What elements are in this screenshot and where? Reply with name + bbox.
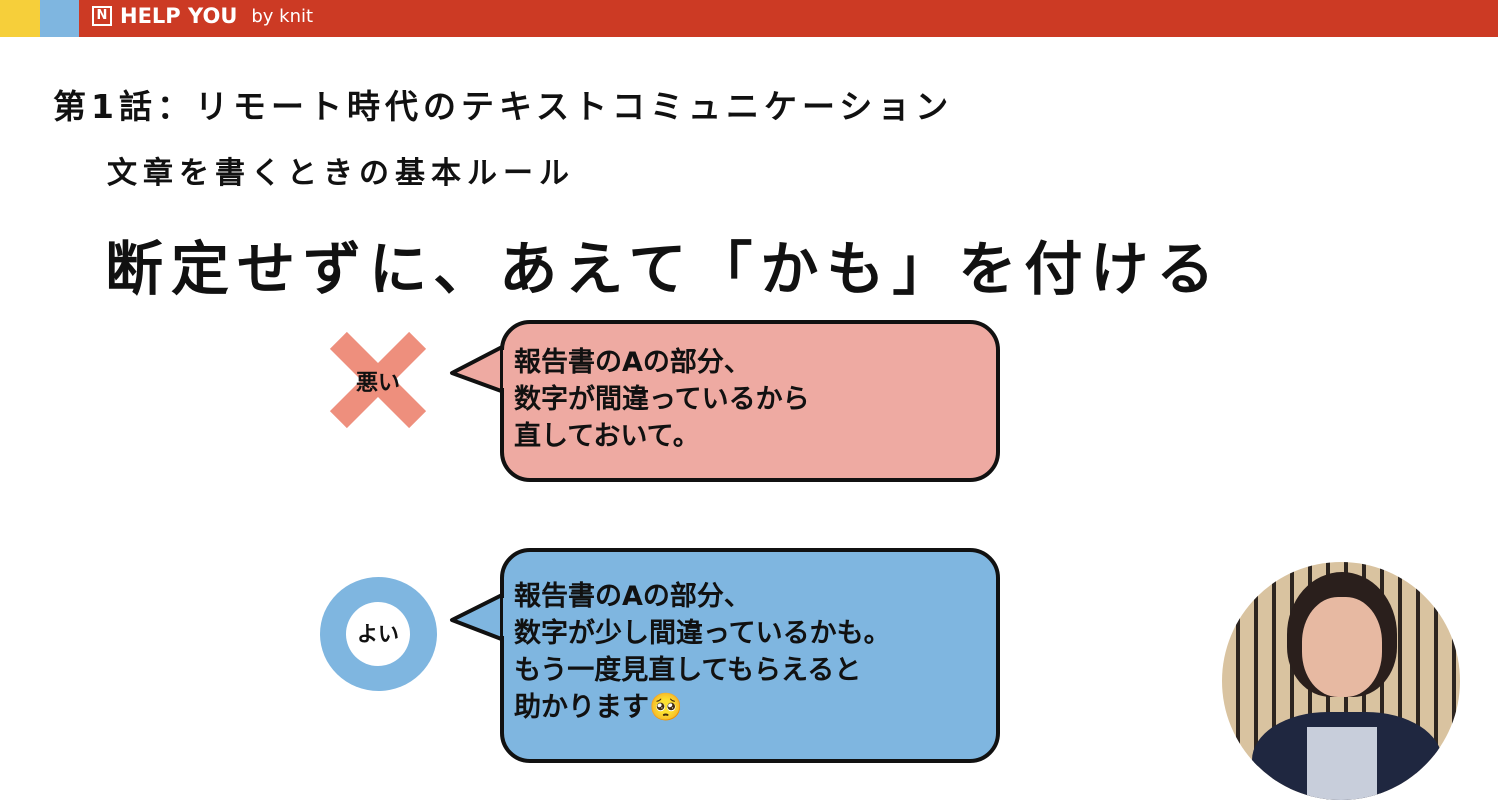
good-bubble-tail [450, 592, 506, 642]
tail-cover [503, 350, 511, 388]
circle-mark-icon: よい [320, 577, 437, 691]
header-bar: N HELP YOU by knit [0, 0, 1498, 37]
bad-label: 悪い [355, 371, 400, 396]
episode-title: 第1話：リモート時代のテキストコミュニケーション [53, 87, 954, 126]
brand-name: HELP YOU [120, 4, 238, 28]
logo-mark-icon: N [92, 6, 112, 26]
good-label: よい [346, 602, 410, 666]
accent-blue [40, 0, 79, 37]
tail-cover [503, 598, 511, 636]
bubble-line: 数字が少し間違っているかも。 [514, 618, 891, 649]
x-mark-icon: 悪い [329, 331, 427, 429]
accent-yellow [0, 0, 40, 37]
bubble-line: 数字が間違っているから [514, 384, 810, 415]
bubble-line: もう一度見直してもらえると [514, 655, 862, 686]
bad-example-bubble: 報告書のAの部分、 数字が間違っているから 直しておいて。 [500, 320, 1000, 482]
bubble-line: 報告書のAの部分、 [514, 347, 751, 378]
good-example-bubble: 報告書のAの部分、 数字が少し間違っているかも。 もう一度見直してもらえると 助… [500, 548, 1000, 763]
brand-suffix: by knit [251, 5, 314, 27]
headline: 断定せずに、あえて「かも」を付ける [105, 235, 1223, 303]
bubble-line: 報告書のAの部分、 [514, 581, 751, 612]
bubble-line: 直しておいて。 [514, 421, 700, 452]
section-title: 文章を書くときの基本ルール [107, 156, 575, 191]
brand-logo: N HELP YOU by knit [92, 4, 313, 28]
presenter-video [1222, 562, 1460, 800]
bubble-line: 助かります🥺 [514, 692, 683, 723]
bad-bubble-tail [450, 344, 506, 394]
